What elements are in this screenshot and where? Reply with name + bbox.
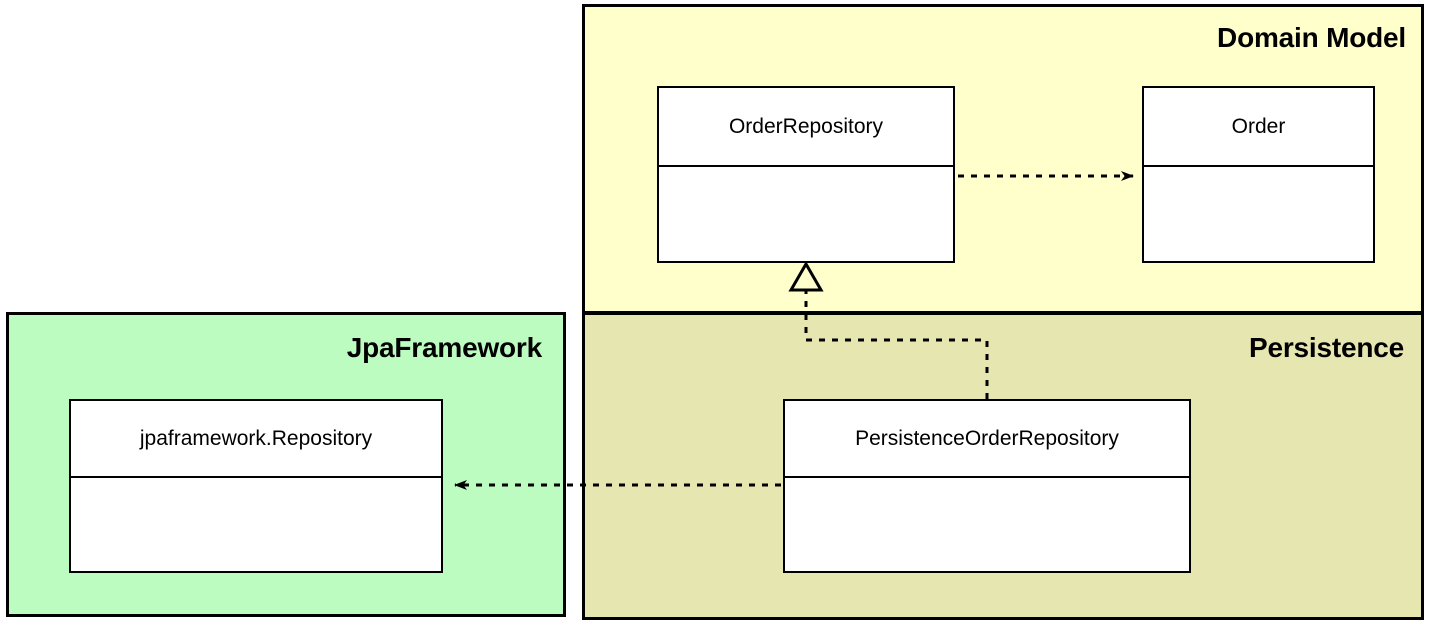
class-name-order: Order (1144, 88, 1373, 167)
package-title-persistence: Persistence (1248, 332, 1404, 363)
class-name-jpaframework-repository: jpaframework.Repository (71, 401, 441, 478)
class-members-order-repository (659, 167, 953, 261)
package-title-jpaframework: JpaFramework (346, 332, 542, 363)
class-box-persistence-order-repository[interactable]: PersistenceOrderRepository (783, 399, 1191, 573)
class-members-jpaframework-repository (71, 478, 441, 571)
class-box-order[interactable]: Order (1142, 86, 1375, 263)
class-members-order (1144, 167, 1373, 261)
class-name-order-repository: OrderRepository (659, 88, 953, 167)
class-name-persistence-order-repository: PersistenceOrderRepository (785, 401, 1189, 478)
class-box-jpaframework-repository[interactable]: jpaframework.Repository (69, 399, 443, 573)
class-box-order-repository[interactable]: OrderRepository (657, 86, 955, 263)
class-members-persistence-order-repository (785, 478, 1189, 571)
package-title-domain-model: Domain Model (1217, 22, 1406, 53)
